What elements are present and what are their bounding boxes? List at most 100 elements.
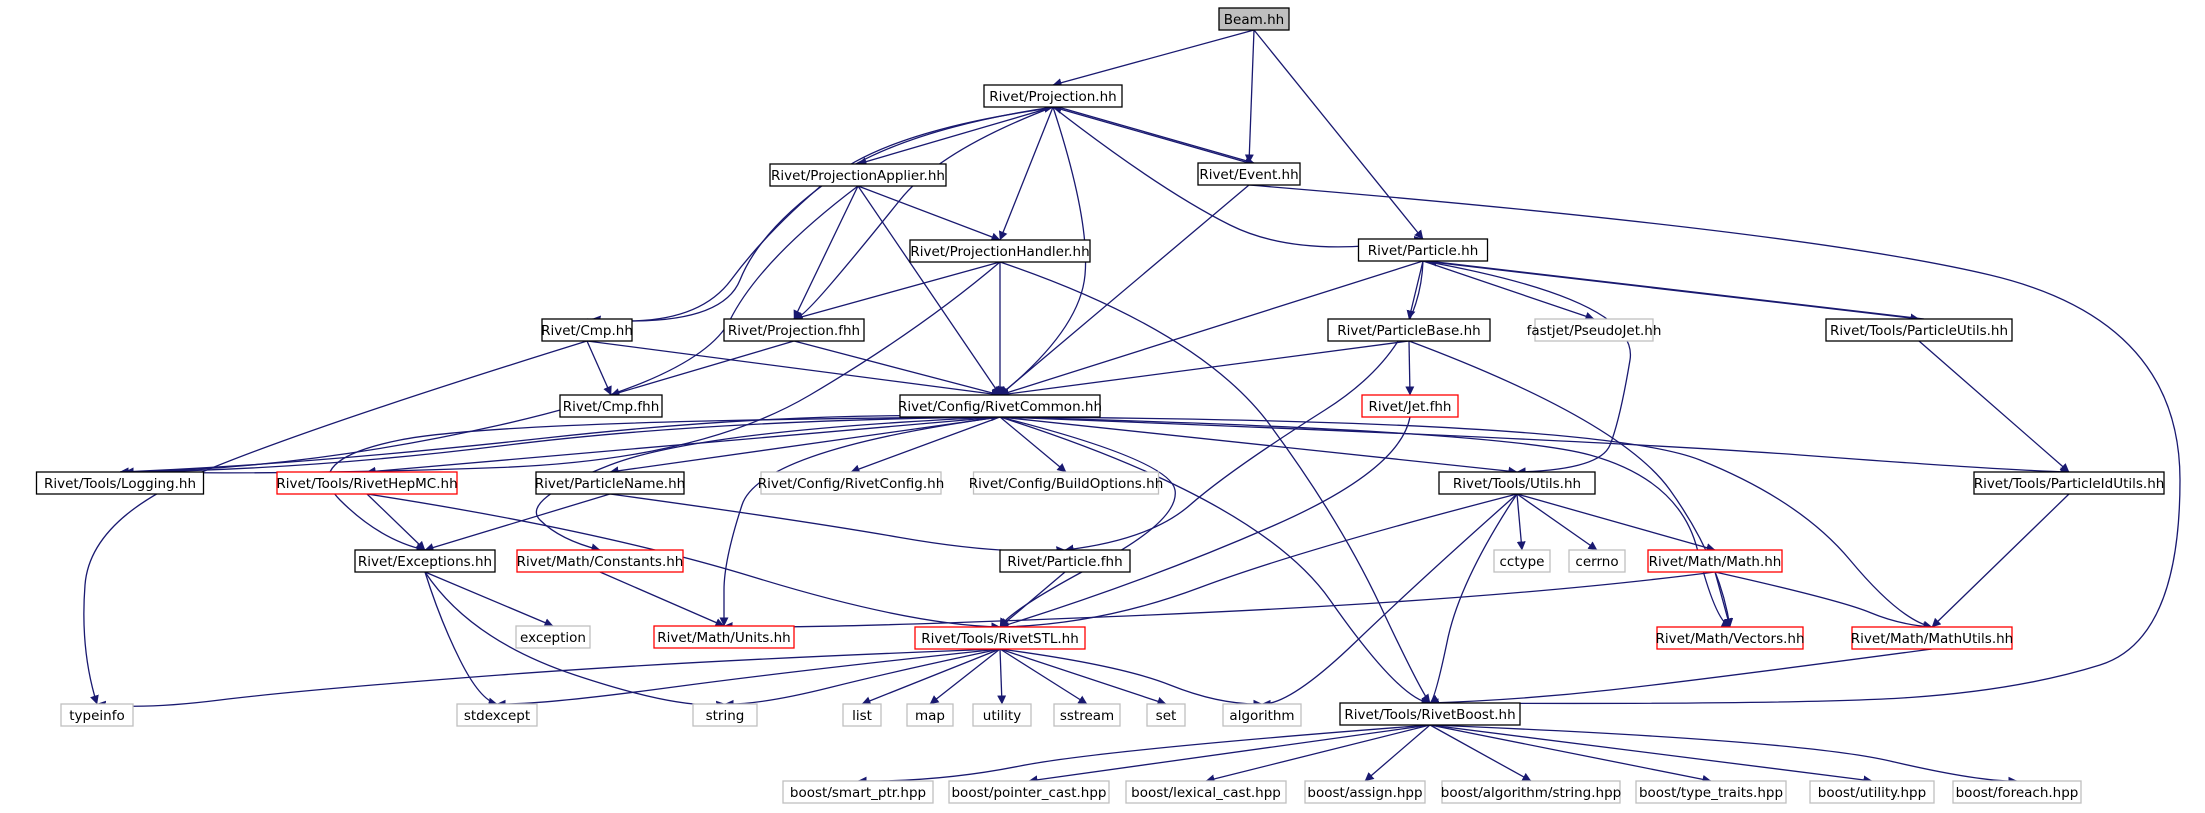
edge-rivetcommon-to-particlename	[609, 416, 1001, 476]
node-vectors[interactable]: Rivet/Math/Vectors.hh	[1655, 626, 1805, 650]
node-event[interactable]: Rivet/Event.hh	[1197, 162, 1301, 186]
node-label-particlebase: Rivet/ParticleBase.hh	[1337, 323, 1480, 339]
node-box-rivetcommon	[899, 394, 1101, 418]
node-projfhh[interactable]: Rivet/Projection.fhh	[723, 318, 865, 342]
node-foreach[interactable]: boost/foreach.hpp	[1952, 780, 2082, 804]
node-projhandler[interactable]: Rivet/ProjectionHandler.hh	[909, 239, 1091, 263]
edge-exceptions-to-string	[424, 571, 726, 710]
node-rivetboost[interactable]: Rivet/Tools/RivetBoost.hh	[1339, 702, 1521, 726]
node-particle[interactable]: Rivet/Particle.hh	[1357, 238, 1489, 262]
node-mathutils[interactable]: Rivet/Math/MathUtils.hh	[1851, 626, 2013, 650]
node-box-rivethepmc	[276, 471, 458, 495]
edge-projapplier-to-rivetcommon	[857, 185, 1001, 396]
node-label-typeinfo: typeinfo	[69, 708, 124, 724]
node-label-butility: boost/utility.hpp	[1818, 785, 1926, 801]
edge-particleutils-to-particleidutils	[1918, 340, 2070, 473]
node-box-particlebase	[1327, 318, 1491, 342]
node-typetraits[interactable]: boost/type_traits.hpp	[1635, 780, 1787, 804]
node-string[interactable]: string	[692, 703, 758, 727]
node-particlefhh[interactable]: Rivet/Particle.fhh	[999, 549, 1131, 573]
node-utils[interactable]: Rivet/Tools/Utils.hh	[1438, 471, 1596, 495]
node-label-projhandler: Rivet/ProjectionHandler.hh	[910, 244, 1089, 260]
edge-rivetcommon-to-rivetstl	[999, 416, 1176, 628]
node-set[interactable]: set	[1146, 703, 1186, 727]
node-box-algorithm	[1222, 703, 1302, 727]
node-box-projapplier	[769, 163, 947, 187]
node-particleutils[interactable]: Rivet/Tools/ParticleUtils.hh	[1825, 318, 2013, 342]
node-buildoptions[interactable]: Rivet/Config/BuildOptions.hh	[969, 471, 1164, 495]
node-label-utils: Rivet/Tools/Utils.hh	[1453, 476, 1581, 492]
node-rivetstl[interactable]: Rivet/Tools/RivetSTL.hh	[914, 626, 1086, 650]
node-label-vectors: Rivet/Math/Vectors.hh	[1655, 631, 1804, 647]
node-pseudojet[interactable]: fastjet/PseudoJet.hh	[1527, 318, 1662, 342]
node-pointercast[interactable]: boost/pointer_cast.hpp	[948, 780, 1110, 804]
edge-utils-to-rivetstl	[999, 493, 1518, 632]
node-label-smartptr: boost/smart_ptr.hpp	[790, 785, 926, 801]
edge-particle-to-utils	[1422, 260, 1632, 477]
node-stdexcept[interactable]: stdexcept	[456, 703, 538, 727]
node-box-pseudojet	[1534, 318, 1654, 342]
node-utility[interactable]: utility	[972, 703, 1032, 727]
node-typeinfo[interactable]: typeinfo	[60, 703, 134, 727]
edge-rivetcommon-to-particleidutils	[999, 416, 2070, 477]
edge-rivetboost-to-algostring	[1429, 724, 1532, 782]
node-algostring[interactable]: boost/algorithm/string.hpp	[1441, 780, 1621, 804]
node-jetfhh[interactable]: Rivet/Jet.fhh	[1361, 394, 1459, 418]
node-label-event: Rivet/Event.hh	[1199, 167, 1298, 183]
node-particlebase[interactable]: Rivet/ParticleBase.hh	[1327, 318, 1491, 342]
edge-rivetcommon-to-rivetboost	[999, 416, 1431, 707]
node-projection[interactable]: Rivet/Projection.hh	[983, 84, 1123, 108]
node-beam[interactable]: Beam.hh	[1218, 7, 1290, 31]
edge-rivetcommon-to-rivethepmc	[366, 416, 1001, 476]
node-box-projfhh	[723, 318, 865, 342]
node-label-utility: utility	[983, 708, 1021, 724]
node-box-cerrno	[1568, 549, 1626, 573]
node-lexicalcast[interactable]: boost/lexical_cast.hpp	[1125, 780, 1287, 804]
node-box-cmpfhh	[559, 394, 663, 418]
node-math[interactable]: Rivet/Math/Math.hh	[1647, 549, 1783, 573]
node-label-rivetcommon: Rivet/Config/RivetCommon.hh	[898, 399, 1102, 415]
node-cerrno[interactable]: cerrno	[1568, 549, 1626, 573]
node-box-constants	[516, 549, 684, 573]
node-box-utility	[972, 703, 1032, 727]
node-label-rivetboost: Rivet/Tools/RivetBoost.hh	[1344, 707, 1515, 723]
edge-utils-to-algorithm	[1261, 493, 1518, 709]
edge-rivetboost-to-typetraits	[1429, 724, 1712, 784]
node-rivethepmc[interactable]: Rivet/Tools/RivetHepMC.hh	[276, 471, 458, 495]
edge-rivetstl-to-set	[999, 648, 1167, 706]
node-label-pseudojet: fastjet/PseudoJet.hh	[1527, 323, 1662, 339]
node-units[interactable]: Rivet/Math/Units.hh	[653, 625, 795, 649]
node-cmp[interactable]: Rivet/Cmp.hh	[541, 318, 633, 342]
node-box-logging	[35, 471, 205, 495]
node-map[interactable]: map	[906, 703, 954, 727]
node-box-particleidutils	[1973, 471, 2165, 495]
node-box-beam	[1218, 7, 1290, 31]
node-box-typetraits	[1635, 780, 1787, 804]
edge-rivetboost-to-foreach	[1429, 724, 2018, 786]
node-logging[interactable]: Rivet/Tools/Logging.hh	[35, 471, 205, 495]
node-constants[interactable]: Rivet/Math/Constants.hh	[516, 549, 684, 573]
edge-rivetstl-to-algorithm	[999, 648, 1263, 709]
node-label-foreach: boost/foreach.hpp	[1956, 785, 2079, 801]
node-cctype[interactable]: cctype	[1493, 549, 1551, 573]
node-assign[interactable]: boost/assign.hpp	[1304, 780, 1426, 804]
edge-rivetstl-to-list	[861, 648, 1001, 706]
node-rivetcommon[interactable]: Rivet/Config/RivetCommon.hh	[898, 394, 1102, 418]
edge-rivethepmc-to-rivetstl	[366, 493, 1001, 632]
node-particleidutils[interactable]: Rivet/Tools/ParticleIdUtils.hh	[1973, 471, 2165, 495]
node-butility[interactable]: boost/utility.hpp	[1809, 780, 1935, 804]
edge-particle-to-rivetcommon	[999, 260, 1424, 397]
node-exceptions[interactable]: Rivet/Exceptions.hh	[354, 549, 496, 573]
node-smartptr[interactable]: boost/smart_ptr.hpp	[782, 780, 934, 804]
node-exception[interactable]: exception	[515, 625, 591, 649]
edge-cmp-to-rivetcommon	[586, 340, 1001, 399]
node-box-projection	[983, 84, 1123, 108]
node-particlename[interactable]: Rivet/ParticleName.hh	[535, 471, 685, 495]
node-box-rivetboost	[1339, 702, 1521, 726]
node-sstream[interactable]: sstream	[1053, 703, 1121, 727]
node-list[interactable]: list	[842, 703, 882, 727]
node-projapplier[interactable]: Rivet/ProjectionApplier.hh	[769, 163, 947, 187]
node-algorithm[interactable]: algorithm	[1222, 703, 1302, 727]
node-cmpfhh[interactable]: Rivet/Cmp.fhh	[559, 394, 663, 418]
node-rivetconfig[interactable]: Rivet/Config/RivetConfig.hh	[758, 471, 945, 495]
